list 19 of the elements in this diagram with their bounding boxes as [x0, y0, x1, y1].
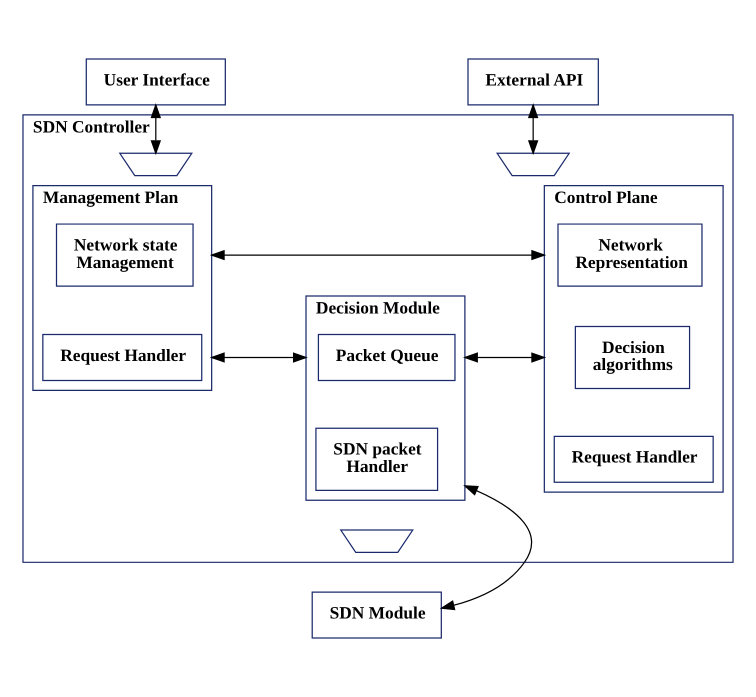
arrow [463, 352, 546, 363]
node-box: Request Handler [42, 334, 202, 382]
node-box: Packet Queue [318, 334, 456, 382]
node-box: SDN Module [312, 591, 442, 639]
arrow [150, 103, 162, 156]
node-trapezoid [118, 152, 193, 176]
arrow [210, 352, 308, 363]
node-box: Request Handler [554, 436, 714, 483]
arrow [440, 485, 532, 610]
arrow [210, 250, 546, 260]
node-box: SDN packet Handler [315, 428, 438, 491]
node-box: Network state Management [56, 223, 194, 287]
node-box: User Interface [86, 58, 226, 106]
node-box: Network Representation [557, 223, 703, 287]
node-box: External API [467, 58, 599, 106]
node-trapezoid [340, 529, 414, 553]
node-box: Decision algorithms [574, 326, 690, 390]
node-trapezoid [496, 152, 570, 176]
arrow [528, 103, 538, 156]
